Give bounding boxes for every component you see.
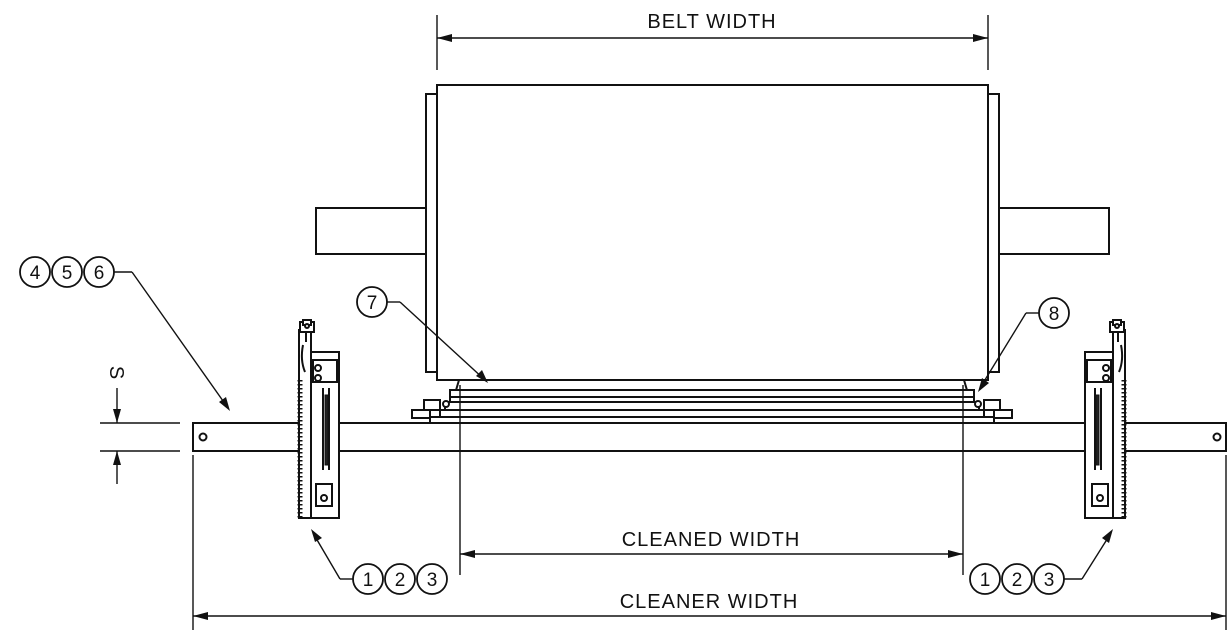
- svg-text:8: 8: [1049, 304, 1060, 325]
- s-label: S: [105, 366, 127, 380]
- head-pulley: [315, 84, 1110, 381]
- svg-text:3: 3: [1044, 570, 1055, 591]
- main-bar: [192, 422, 1227, 452]
- s-dimension: S: [100, 366, 180, 484]
- callout-1-2-3-right: 1 2 3: [969, 529, 1113, 595]
- right-shaft: [996, 207, 1110, 255]
- svg-text:2: 2: [1012, 570, 1023, 591]
- callout-6: 6: [94, 263, 105, 284]
- belt-width-dimension: BELT WIDTH: [436, 11, 989, 70]
- callout-4: 4: [30, 263, 41, 284]
- right-bar-hole: [1212, 432, 1222, 442]
- callout-8: 8: [978, 297, 1070, 392]
- left-shaft: [315, 207, 429, 255]
- pulley-drum: [436, 84, 989, 381]
- svg-text:2: 2: [395, 570, 406, 591]
- cleaner-width-label: CLEANER WIDTH: [620, 591, 799, 613]
- callout-1-2-3-left: 1 2 3: [311, 529, 448, 595]
- belt-width-label: BELT WIDTH: [647, 11, 776, 33]
- left-tensioner: [297, 319, 340, 519]
- callout-4-5-6: 4 5 6: [19, 256, 230, 411]
- cleaner-bar: [192, 422, 1227, 452]
- right-tensioner: [1084, 319, 1127, 519]
- callout-5: 5: [62, 263, 73, 284]
- svg-text:7: 7: [367, 293, 378, 314]
- blade-assembly: [411, 379, 1013, 424]
- left-bar-hole: [198, 432, 208, 442]
- callout-7: 7: [356, 286, 488, 383]
- svg-text:3: 3: [427, 570, 438, 591]
- cleaned-width-dimension: CLEANED WIDTH: [459, 385, 964, 575]
- svg-text:1: 1: [980, 570, 991, 591]
- cleaner-width-dimension: CLEANER WIDTH: [192, 455, 1227, 630]
- cleaned-width-label: CLEANED WIDTH: [622, 529, 801, 551]
- svg-text:1: 1: [363, 570, 374, 591]
